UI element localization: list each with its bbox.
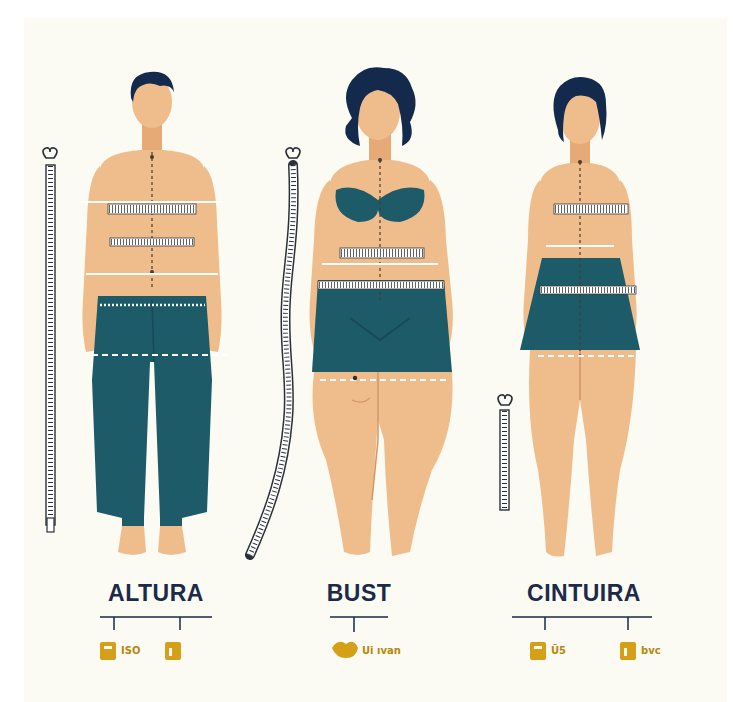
icon-caption: bvc <box>641 645 661 656</box>
tape-measure <box>498 395 512 510</box>
tape-measure <box>43 148 57 532</box>
icon-caption: Ui ıvan <box>362 645 401 656</box>
icon-caption: ISO <box>121 645 140 656</box>
female-figure <box>310 67 453 556</box>
panel <box>24 18 727 702</box>
bracket <box>100 617 652 632</box>
female-figure <box>520 77 640 557</box>
male-figure <box>80 72 232 555</box>
tape-measure <box>250 148 300 555</box>
icon-caption: Ū5 <box>551 645 566 656</box>
icon <box>100 642 636 660</box>
figure-title: ALTURA <box>108 581 204 606</box>
figure-title: BUST <box>327 581 392 606</box>
figure-title: CINTUIRA <box>527 581 641 606</box>
